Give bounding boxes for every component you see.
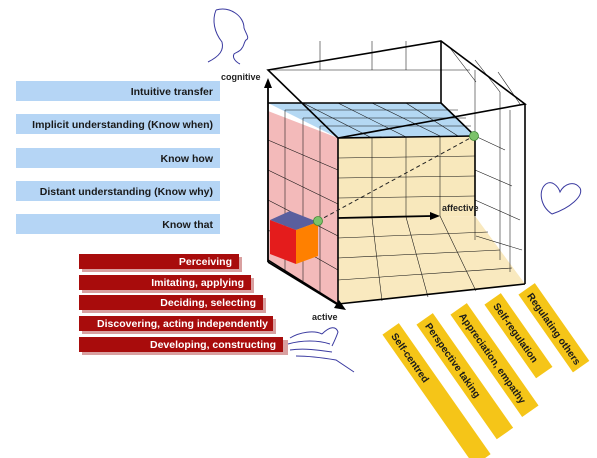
active-level-2-label: Imitating, applying <box>151 277 244 289</box>
active-level-5-label: Developing, constructing <box>150 339 276 351</box>
active-level-1-label: Perceiving <box>179 256 232 268</box>
affective-level-1-bar <box>382 323 491 458</box>
affective-level-3-bar <box>450 303 539 417</box>
active-level-5-bar <box>79 337 283 352</box>
active-level-3-label: Deciding, selecting <box>160 297 256 309</box>
active-level-4-bar <box>79 316 273 331</box>
affective-level-4-bar <box>484 293 553 379</box>
cognitive-level-5-bar <box>16 214 220 234</box>
origin-cube <box>270 211 318 264</box>
axis-label-active: active <box>312 312 338 322</box>
cognitive-level-1-label: Intuitive transfer <box>131 86 213 98</box>
cognitive-level-3-bar <box>16 148 220 168</box>
active-levels: Perceiving Imitating, applying Deciding,… <box>79 254 288 355</box>
affective-levels: Self-centred Perspective taking Apprecia… <box>382 283 590 458</box>
cognitive-level-1-bar <box>16 81 220 101</box>
floor-plane <box>338 216 525 304</box>
affective-level-2-bar <box>416 313 514 440</box>
head-icon <box>207 8 249 65</box>
diagonal-dashed-line <box>317 135 475 222</box>
affective-level-5-bar <box>518 283 590 373</box>
axes <box>264 78 440 310</box>
cognitive-level-4-bar <box>16 181 220 201</box>
axis-label-cognitive: cognitive <box>221 72 261 82</box>
heart-icon <box>540 182 582 215</box>
active-level-1-bar <box>79 254 239 269</box>
marker-origin <box>313 216 323 226</box>
active-level-4-label: Discovering, acting independently <box>97 318 268 330</box>
axis-label-affective: affective <box>442 203 479 213</box>
cognitive-levels: Intuitive transfer Implicit understandin… <box>16 81 220 234</box>
cognitive-level-2-bar <box>16 114 220 134</box>
hand-icon <box>287 327 355 373</box>
cognitive-level-2-label: Implicit understanding (Know when) <box>32 119 213 131</box>
cognitive-level-4-label: Distant understanding (Know why) <box>40 186 213 198</box>
cognitive-level-3-label: Know how <box>161 153 214 165</box>
cognitive-level-5-label: Know that <box>162 219 213 231</box>
active-level-2-bar <box>79 275 251 290</box>
marker-target <box>469 131 479 141</box>
active-level-3-bar <box>79 295 263 310</box>
